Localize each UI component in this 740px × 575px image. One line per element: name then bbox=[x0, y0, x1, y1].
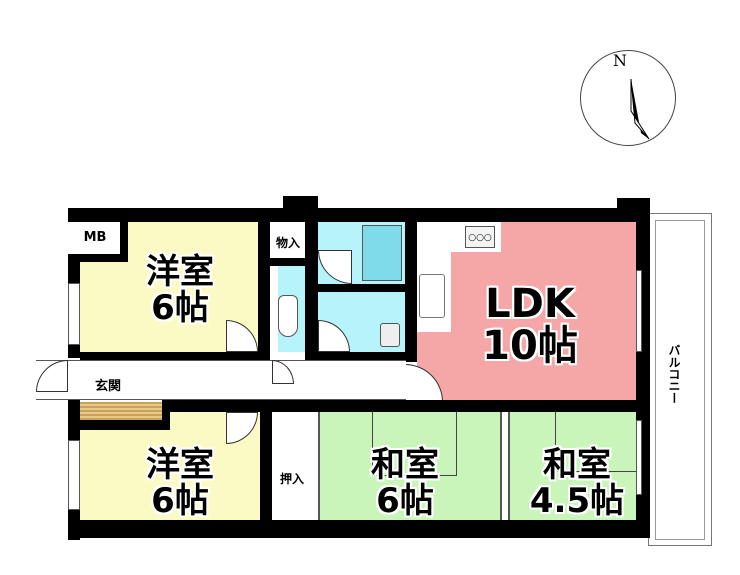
window bbox=[636, 420, 642, 495]
pillar bbox=[283, 196, 318, 226]
japanese-room-2 bbox=[510, 412, 636, 520]
closet bbox=[272, 412, 312, 520]
sink-icon bbox=[419, 274, 445, 318]
entrance-label: 玄関 bbox=[94, 379, 121, 394]
western-room-2 bbox=[80, 430, 260, 520]
closet-label: 押入 bbox=[279, 472, 304, 486]
ldk-room bbox=[417, 222, 636, 402]
window bbox=[636, 270, 642, 352]
compass: N bbox=[580, 50, 676, 146]
tatami-lines bbox=[555, 412, 636, 472]
toilet-icon bbox=[278, 295, 298, 337]
shoe-cabinet bbox=[80, 402, 162, 420]
compass-north-label: N bbox=[613, 51, 627, 70]
japanese-room-1 bbox=[318, 412, 500, 520]
hallway bbox=[36, 360, 406, 400]
storage-label: 物入 bbox=[275, 236, 300, 250]
washbasin-icon bbox=[380, 323, 400, 347]
bathtub-icon bbox=[362, 225, 402, 281]
mb-label: MB bbox=[83, 230, 107, 245]
tatami-lines bbox=[372, 412, 457, 476]
compass-arrow-icon bbox=[630, 78, 650, 140]
balcony: バルコニー bbox=[648, 213, 712, 546]
balcony-label: バルコニー bbox=[667, 344, 681, 404]
stove-icon: ○○○ bbox=[465, 226, 495, 248]
window bbox=[68, 440, 80, 510]
window bbox=[68, 283, 80, 345]
